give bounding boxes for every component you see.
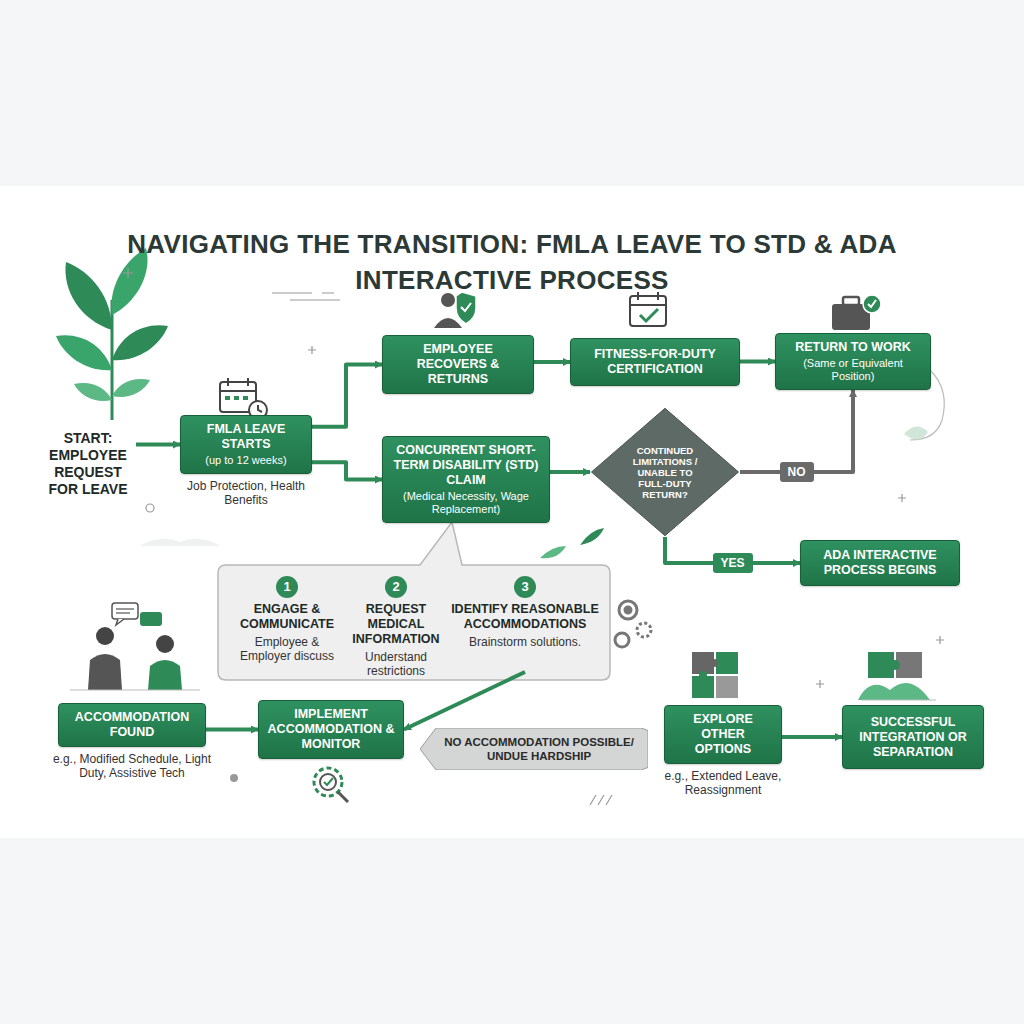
decor-leaf <box>580 528 604 545</box>
node-title: FITNESS-FOR-DUTY CERTIFICATION <box>579 347 731 377</box>
node-title: REQUEST MEDICAL INFORMATION <box>352 602 440 647</box>
node-title: EXPLORE OTHER OPTIONS <box>673 712 773 757</box>
node-title: SUCCESSFUL INTEGRATION OR SEPARATION <box>851 715 975 760</box>
example-caption: Job Protection, Health Benefits <box>167 479 325 507</box>
decor-leaf <box>904 426 928 439</box>
process-step: 2REQUEST MEDICAL INFORMATION Understand r… <box>348 572 444 682</box>
calendar-clock-icon <box>220 378 267 419</box>
process-box: EMPLOYEE RECOVERS & RETURNS <box>382 335 534 394</box>
flow-arrow <box>136 443 180 447</box>
calendar-check-icon <box>630 292 666 326</box>
node-detail: (Same or Equivalent Position) <box>784 357 922 383</box>
node-detail: (up to 12 weeks) <box>205 454 286 467</box>
flow-arrow <box>312 462 382 479</box>
node-detail: Employee & Employer discuss <box>232 635 342 663</box>
process-box: ACCOMMODATION FOUNDe.g., Modified Schedu… <box>58 703 206 747</box>
flow-arrow <box>550 470 590 474</box>
flow-arrow <box>740 360 775 364</box>
edge-label: YES <box>712 553 752 573</box>
callout-number: 3 <box>514 576 536 598</box>
process-box: SUCCESSFUL INTEGRATION OR SEPARATION <box>842 705 984 769</box>
flow-arrow <box>534 360 570 364</box>
callout-number: 2 <box>385 576 407 598</box>
person-shield-icon <box>434 292 476 328</box>
flow-arrow <box>206 728 258 732</box>
briefcase-icon <box>832 295 881 330</box>
start-label: START: EMPLOYEE REQUEST FOR LEAVE <box>40 428 136 500</box>
node-title: START: EMPLOYEE REQUEST FOR LEAVE <box>42 430 134 498</box>
node-title: RETURN TO WORK <box>795 340 911 355</box>
flow-arrow <box>312 365 382 427</box>
callout-number: 1 <box>276 576 298 598</box>
puzzle-icon <box>692 652 738 698</box>
gear-icon <box>615 601 651 647</box>
node-title: CONTINUED LIMITATIONS / UNABLE TO FULL-D… <box>626 445 704 500</box>
process-box: EXPLORE OTHER OPTIONSe.g., Extended Leav… <box>664 705 782 764</box>
outcome-box: NO ACCOMMODATION POSSIBLE/ UNDUE HARDSHI… <box>420 728 648 770</box>
diagram-title: NAVIGATING THE TRANSITION: FMLA LEAVE TO… <box>60 226 964 298</box>
decor-marks <box>123 268 944 805</box>
top-band <box>0 0 1024 186</box>
node-detail: Understand restrictions <box>352 650 440 678</box>
edge-label: NO <box>780 462 814 482</box>
node-title: EMPLOYEE RECOVERS & RETURNS <box>391 342 525 387</box>
node-title: ACCOMMODATION FOUND <box>67 710 197 740</box>
node-detail: (Medical Necessity, Wage Replacement) <box>391 490 541 516</box>
monitor-magnifier-icon <box>314 768 348 802</box>
process-box: IMPLEMENT ACCOMMODATION & MONITOR <box>258 700 404 759</box>
process-box: ADA INTERACTIVE PROCESS BEGINS <box>800 540 960 586</box>
decor-leaf <box>540 546 566 558</box>
node-title: CONCURRENT SHORT-TERM DISABILITY (STD) C… <box>391 443 541 488</box>
process-step: 3IDENTIFY REASONABLE ACCOMMODATIONS Brain… <box>446 572 604 672</box>
arrow-shape <box>420 728 648 770</box>
node-title: FMLA LEAVE STARTS <box>189 422 303 452</box>
example-caption: e.g., Modified Schedule, Light Duty, Ass… <box>45 752 219 780</box>
flow-arrow <box>782 735 842 739</box>
node-title: ENGAGE & COMMUNICATE <box>232 602 342 632</box>
flow-arrow <box>404 672 525 730</box>
process-box: RETURN TO WORK (Same or Equivalent Positi… <box>775 333 931 390</box>
leaf-plant <box>56 248 168 420</box>
decision-diamond: CONTINUED LIMITATIONS / UNABLE TO FULL-D… <box>590 407 740 537</box>
process-box: FMLA LEAVE STARTS(up to 12 weeks)Job Pro… <box>180 415 312 474</box>
node-title: ADA INTERACTIVE PROCESS BEGINS <box>809 548 951 578</box>
node-detail: Brainstorm solutions. <box>469 635 581 649</box>
node-title: IDENTIFY REASONABLE ACCOMMODATIONS <box>450 602 600 632</box>
puzzle-complete-icon <box>858 652 936 700</box>
speech-bubble <box>218 522 610 680</box>
process-step: 1ENGAGE & COMMUNICATE Employee & Employer… <box>228 572 346 672</box>
process-box: CONCURRENT SHORT-TERM DISABILITY (STD) C… <box>382 436 550 523</box>
flow-arrow <box>740 390 853 472</box>
node-title: IMPLEMENT ACCOMMODATION & MONITOR <box>267 707 395 752</box>
example-caption: e.g., Extended Leave, Reassignment <box>651 769 795 797</box>
bottom-band <box>0 838 1024 1024</box>
people-chat-illustration <box>70 603 200 690</box>
process-box: FITNESS-FOR-DUTY CERTIFICATION <box>570 338 740 386</box>
node-title: NO ACCOMMODATION POSSIBLE/ UNDUE HARDSHI… <box>444 735 634 763</box>
